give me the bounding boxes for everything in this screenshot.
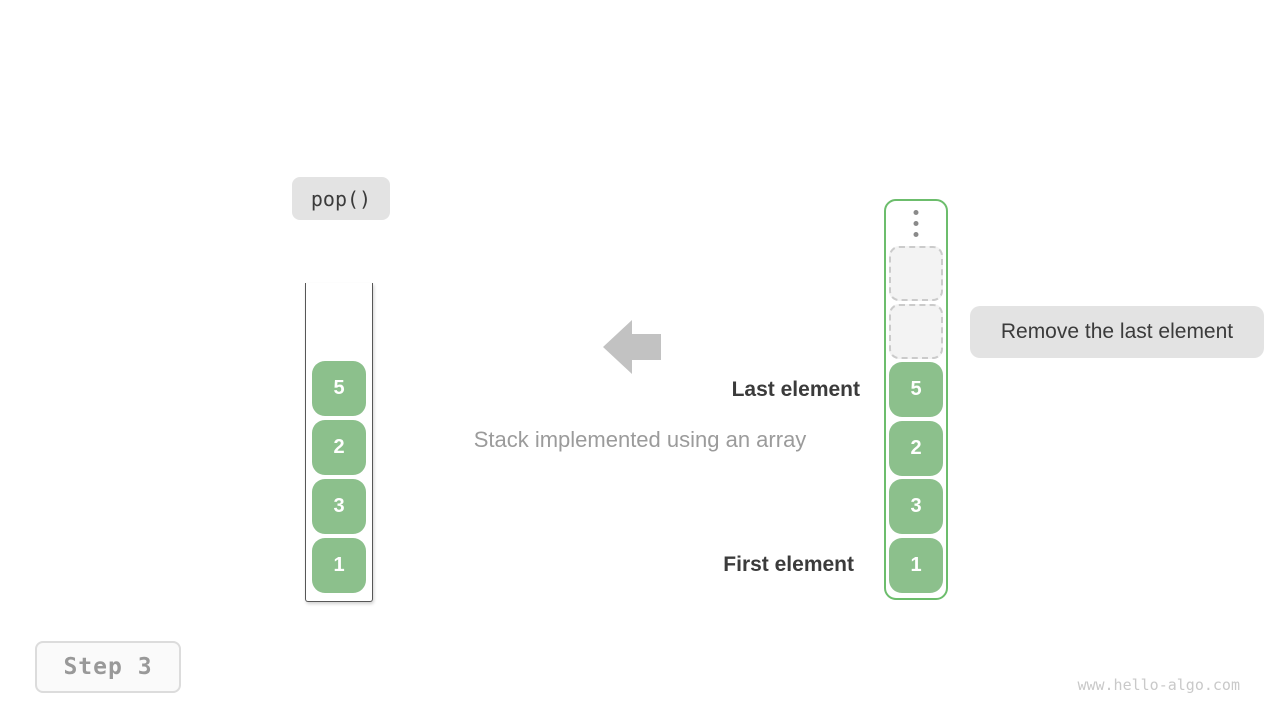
array-cell: 3 [889, 479, 943, 534]
remove-note-label: Remove the last element [970, 306, 1264, 358]
vertical-dots-icon [913, 210, 919, 237]
array-cell: 1 [889, 538, 943, 593]
array-container: 5 2 3 1 [884, 199, 948, 600]
stack-cell: 2 [312, 420, 366, 475]
diagram-caption: Stack implemented using an array [473, 427, 807, 452]
operation-label: pop() [292, 177, 390, 220]
stack-cell: 5 [312, 361, 366, 416]
stack-cell: 1 [312, 538, 366, 593]
last-element-label: Last element [731, 378, 860, 401]
empty-slot [889, 246, 943, 301]
stack-cell: 3 [312, 479, 366, 534]
first-element-label: First element [723, 553, 854, 576]
watermark: www.hello-algo.com [1077, 676, 1240, 694]
left-arrow-icon [603, 320, 661, 375]
stack-container: 5 2 3 1 [305, 283, 373, 602]
empty-slot [889, 304, 943, 359]
step-badge: Step 3 [35, 641, 181, 693]
array-cell: 5 [889, 362, 943, 417]
array-cell: 2 [889, 421, 943, 476]
